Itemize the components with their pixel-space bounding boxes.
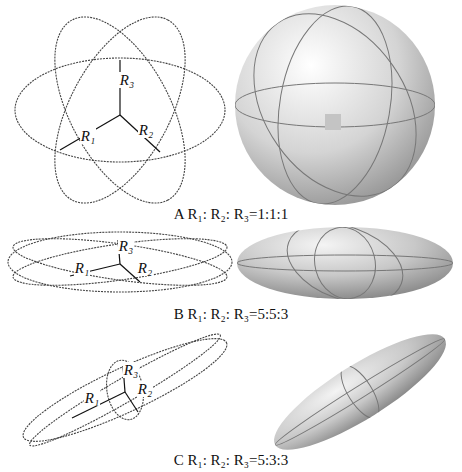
radius-label: R₂ xyxy=(137,260,153,277)
radius-label: R₃ xyxy=(118,238,134,255)
shaded-prolate-ellipsoid xyxy=(261,316,459,468)
case-caption: A R₁: R₂: R₃=1:1:1 xyxy=(174,206,289,223)
radius-label: R₁ xyxy=(80,128,96,145)
shaded-sphere xyxy=(220,0,449,227)
shaded-oblate-ellipsoid xyxy=(237,209,453,318)
case-caption: C R₁: R₂: R₃=5:3:3 xyxy=(174,452,289,469)
wireframe-sphere xyxy=(15,0,225,224)
radius-label: R₁ xyxy=(74,260,90,277)
radius-label: R₁ xyxy=(84,390,100,407)
wireframe-prolate xyxy=(14,323,236,458)
radius-label: R₃ xyxy=(119,72,135,89)
radius-label: R₃ xyxy=(123,362,139,379)
radius-label: R₂ xyxy=(138,122,154,139)
case-caption: B R₁: R₂: R₃=5:5:3 xyxy=(174,306,289,323)
radius-label: R₂ xyxy=(137,381,153,398)
wireframe-oblate xyxy=(8,229,232,295)
